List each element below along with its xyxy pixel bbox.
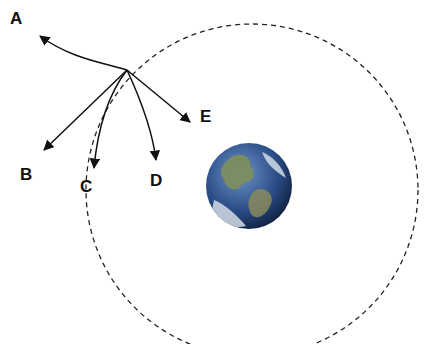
trajectory-letter: D: [150, 172, 162, 189]
trajectory-letter: C: [80, 178, 92, 195]
trajectory-arrows: [40, 36, 190, 168]
earth: [206, 143, 292, 229]
trajectory-letter: B: [20, 166, 32, 183]
trajectory-letter: E: [200, 108, 211, 125]
orbit-path: [86, 24, 418, 344]
trajectory-letter: A: [10, 10, 22, 27]
